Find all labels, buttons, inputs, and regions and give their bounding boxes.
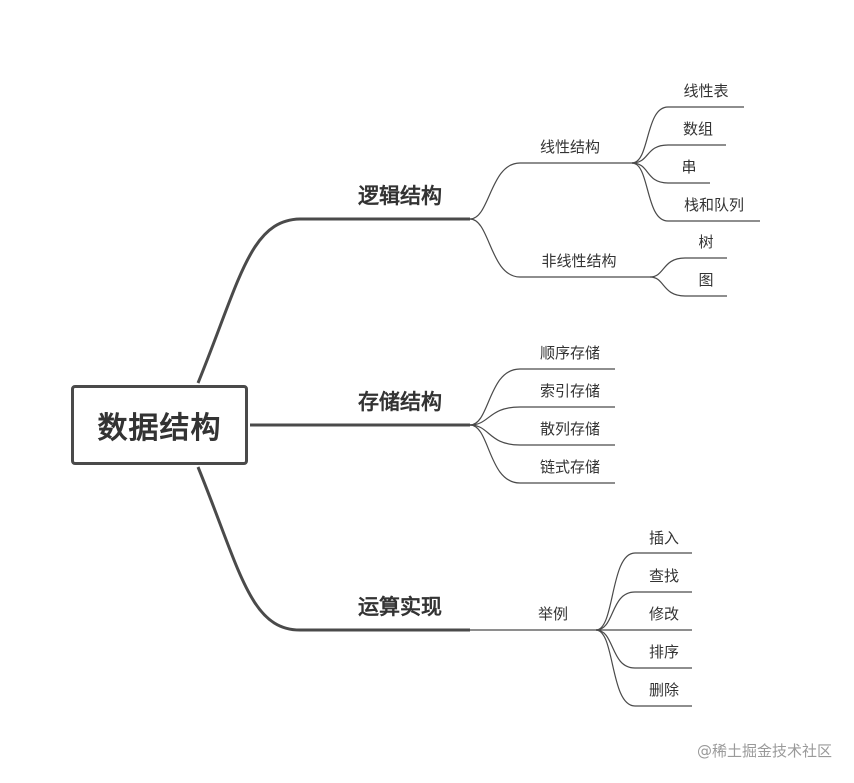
connector-example-leaf-2	[595, 591, 692, 631]
connector-logical-nonlinear	[469, 218, 650, 278]
branch-operation-label[interactable]: 运算实现	[358, 595, 442, 619]
branch-logical-label[interactable]: 逻辑结构	[358, 184, 442, 208]
connector-nonlinear-leaf-2	[649, 276, 727, 297]
connector-example-leaf-1	[595, 552, 692, 631]
root-node[interactable]: 数据结构	[71, 385, 248, 465]
leaf-search[interactable]: 查找	[648, 567, 680, 585]
leaf-insert[interactable]: 插入	[648, 529, 680, 547]
root-node-label: 数据结构	[97, 411, 222, 446]
leaf-sequential-storage[interactable]: 顺序存储	[539, 344, 601, 362]
connector-storage-leaf-3	[469, 424, 615, 446]
leaf-modify[interactable]: 修改	[648, 605, 680, 623]
connector-linear-leaf-1	[631, 106, 744, 164]
leaf-hash-storage[interactable]: 散列存储	[539, 420, 601, 438]
connector-storage-leaf-2	[469, 406, 615, 426]
subnode-linear-label[interactable]: 线性结构	[539, 138, 601, 156]
leaf-linked-storage[interactable]: 链式存储	[539, 458, 601, 476]
leaf-string[interactable]: 串	[681, 158, 697, 176]
leaf-stack-queue[interactable]: 栈和队列	[683, 196, 745, 214]
subnode-example-label[interactable]: 举例	[537, 605, 569, 623]
connector-root-operation	[196, 466, 470, 632]
connector-nonlinear-leaf-1	[649, 257, 727, 278]
connector-storage-leaf-1	[469, 368, 615, 426]
watermark: @稀土掘金技术社区	[696, 742, 832, 760]
connector-linear-leaf-4	[631, 162, 760, 222]
leaf-delete[interactable]: 删除	[648, 681, 680, 699]
connector-linear-leaf-2	[631, 144, 726, 164]
leaf-array[interactable]: 数组	[682, 120, 714, 138]
connector-root-logical	[196, 217, 470, 384]
connector-storage-leaf-4	[469, 424, 615, 484]
leaf-tree[interactable]: 树	[698, 233, 714, 251]
connector-example-leaf-4	[595, 629, 692, 669]
connector-linear-leaf-3	[631, 162, 710, 184]
leaf-linear-list[interactable]: 线性表	[683, 82, 729, 100]
leaf-graph[interactable]: 图	[698, 271, 714, 289]
branch-storage-label[interactable]: 存储结构	[358, 390, 442, 414]
connector-example-leaf-5	[595, 629, 692, 707]
leaf-index-storage[interactable]: 索引存储	[539, 382, 601, 400]
subnode-nonlinear-label[interactable]: 非线性结构	[541, 252, 617, 270]
connector-logical-linear	[469, 162, 632, 220]
leaf-sort[interactable]: 排序	[648, 643, 680, 661]
